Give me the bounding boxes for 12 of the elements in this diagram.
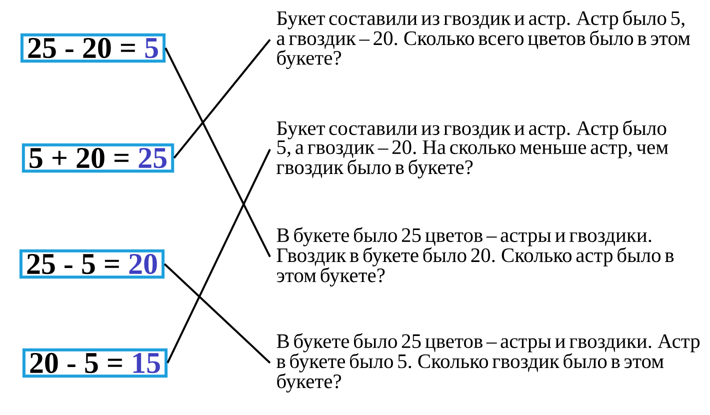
matching-line: [173, 38, 271, 159]
equation-box: 25 - 5 = 20: [19, 249, 165, 279]
equation-box: 25 - 20 = 5: [20, 33, 166, 63]
word-problem: В букете было 25 цветов – астры и гвоздики. Гвоздик в букете было 20. Сколько астр было в этом букете?: [276, 227, 674, 286]
word-problem: Букет составили из гвоздик и астр. Астр было 5, а гвоздик – 20. На сколько меньше астр, чем гвоздик было в букете?: [276, 120, 668, 178]
equation-box: 5 + 20 = 25: [22, 143, 174, 173]
equation-box: 20 - 5 = 15: [22, 348, 168, 378]
matching-line: [164, 48, 271, 258]
word-problem: В букете было 25 цветов – астры и гвоздики. Астр в букете было 5. Сколько гвоздик было в этом букете?: [276, 333, 700, 392]
word-problem: Букет составили из гвоздик и астр. Астр было 5, а гвоздик – 20. Сколько всего цветов было в этом букете?: [276, 10, 690, 70]
matching-line: [164, 263, 271, 364]
matching-line: [166, 148, 271, 364]
